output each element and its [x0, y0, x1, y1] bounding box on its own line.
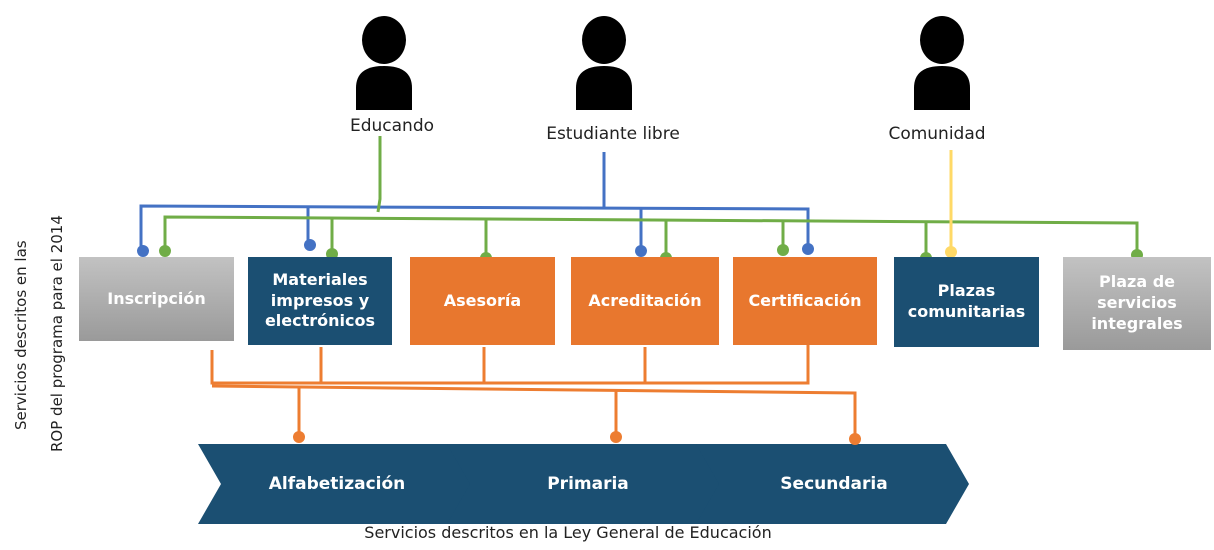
side-label-line2: ROP del programa para el 2014 — [48, 215, 66, 452]
actor-label-estudiante-libre: Estudiante libre — [546, 124, 680, 144]
chevron-shapes — [198, 444, 969, 524]
actor-label-comunidad: Comunidad — [888, 124, 986, 144]
actor-label-educando: Educando — [349, 116, 435, 136]
green-connectors — [163, 136, 1139, 257]
orange-endpoints — [293, 431, 861, 445]
chevron-secundaria — [696, 444, 969, 524]
service-inscripcion: Inscripción — [79, 257, 234, 341]
service-materiales: Materiales impresos y electrónicos — [248, 257, 392, 345]
level-primaria: Primaria — [547, 474, 629, 494]
person-icon — [356, 16, 412, 110]
person-icon — [914, 16, 970, 110]
chevron-primaria — [447, 444, 720, 524]
service-plaza-servicios-integrales: Plaza de servicios integrales — [1063, 257, 1211, 350]
level-secundaria: Secundaria — [780, 474, 888, 494]
level-alfabetizacion: Alfabetización — [268, 474, 406, 494]
blue-endpoints — [137, 239, 814, 257]
yellow-endpoints — [945, 246, 957, 258]
service-certificacion: Certificación — [733, 257, 877, 345]
person-icon — [576, 16, 632, 110]
service-asesoria: Asesoría — [410, 257, 555, 345]
service-acreditacion: Acreditación — [571, 257, 719, 345]
chevron-alfabetizacion — [198, 444, 471, 524]
footer-label: Servicios descritos en la Ley General de… — [364, 523, 772, 542]
blue-connectors — [139, 152, 810, 249]
side-label-line1: Servicios descritos en las — [12, 240, 30, 430]
orange-connectors — [210, 345, 857, 436]
service-plazas-comunitarias: Plazas comunitarias — [894, 257, 1039, 347]
actor-icons — [356, 16, 970, 110]
